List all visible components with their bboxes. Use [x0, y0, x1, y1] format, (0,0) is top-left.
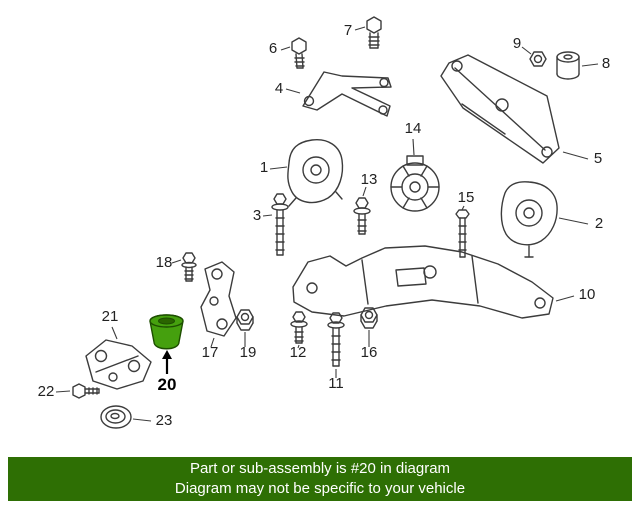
part-3-bolt — [271, 193, 289, 256]
leader-15 — [461, 205, 465, 211]
callout-9: 9 — [513, 35, 521, 52]
callout-8: 8 — [602, 55, 610, 72]
callout-23: 23 — [156, 412, 173, 429]
part-4-bracket-arm — [302, 71, 392, 117]
callout-12: 12 — [290, 344, 307, 361]
highlight-banner: Part or sub-assembly is #20 in diagram D… — [8, 457, 632, 501]
leader-2 — [558, 217, 589, 225]
part-5-bracket-plate — [440, 54, 560, 164]
part-20-bushing-highlighted — [149, 314, 184, 350]
leader-14 — [412, 138, 415, 156]
leader-21 — [111, 326, 118, 340]
callout-4: 4 — [275, 80, 283, 97]
part-15-bolt — [455, 209, 470, 258]
callout-20: 20 — [158, 375, 177, 394]
callout-11: 11 — [328, 375, 344, 392]
leader-23 — [132, 418, 152, 422]
callout-16: 16 — [361, 344, 378, 361]
part-11-bolt — [327, 312, 345, 367]
part-12-bolt — [290, 311, 308, 344]
callout-3: 3 — [253, 207, 261, 224]
part-6-bolt — [291, 37, 307, 69]
part-8-bushing — [556, 51, 580, 80]
part-16-nut — [360, 307, 378, 329]
callout-7: 7 — [344, 22, 352, 39]
callout-21: 21 — [102, 308, 119, 325]
callout-15: 15 — [458, 189, 475, 206]
leader-10 — [555, 295, 575, 302]
callout-13: 13 — [361, 171, 378, 188]
part-18-bolt — [181, 252, 197, 282]
callout-14: 14 — [405, 120, 422, 137]
callout-19: 19 — [240, 344, 257, 361]
callout-10: 10 — [579, 286, 596, 303]
banner-line1: Part or sub-assembly is #20 in diagram — [189, 460, 451, 477]
part-13-bolt — [353, 197, 371, 235]
leader-8 — [581, 63, 599, 67]
arrow-20-head — [162, 350, 172, 359]
part-14-mount — [390, 155, 440, 212]
leader-12 — [297, 344, 300, 349]
leader-6 — [280, 46, 291, 51]
callout-17: 17 — [202, 344, 219, 361]
callout-22: 22 — [38, 383, 55, 400]
banner-line2: Diagram may not be specific to your vehi… — [174, 480, 466, 497]
part-10-crossmember — [292, 245, 554, 319]
leader-5 — [562, 151, 589, 160]
leader-7 — [354, 26, 366, 31]
part-7-bolt — [366, 16, 382, 49]
part-9-nut — [529, 51, 547, 67]
leader-1 — [269, 166, 288, 170]
part-19-nut — [236, 309, 254, 331]
part-23-grommet — [100, 405, 132, 429]
callout-2: 2 — [595, 215, 603, 232]
leader-22 — [55, 390, 71, 393]
callout-5: 5 — [594, 150, 602, 167]
part-21-bracket-plate — [85, 339, 152, 390]
callout-18: 18 — [156, 254, 173, 271]
leader-18 — [171, 259, 182, 264]
part-1-engine-mount — [287, 139, 344, 207]
part-17-bracket — [200, 261, 237, 337]
leader-4 — [285, 88, 301, 94]
leader-3 — [262, 214, 273, 217]
callout-1: 1 — [260, 159, 268, 176]
leader-13 — [362, 186, 367, 197]
leader-17 — [210, 337, 215, 348]
part-2-engine-mount — [500, 181, 558, 258]
part-22-screw — [72, 383, 100, 399]
callout-6: 6 — [269, 40, 277, 57]
leader-9 — [521, 46, 532, 55]
